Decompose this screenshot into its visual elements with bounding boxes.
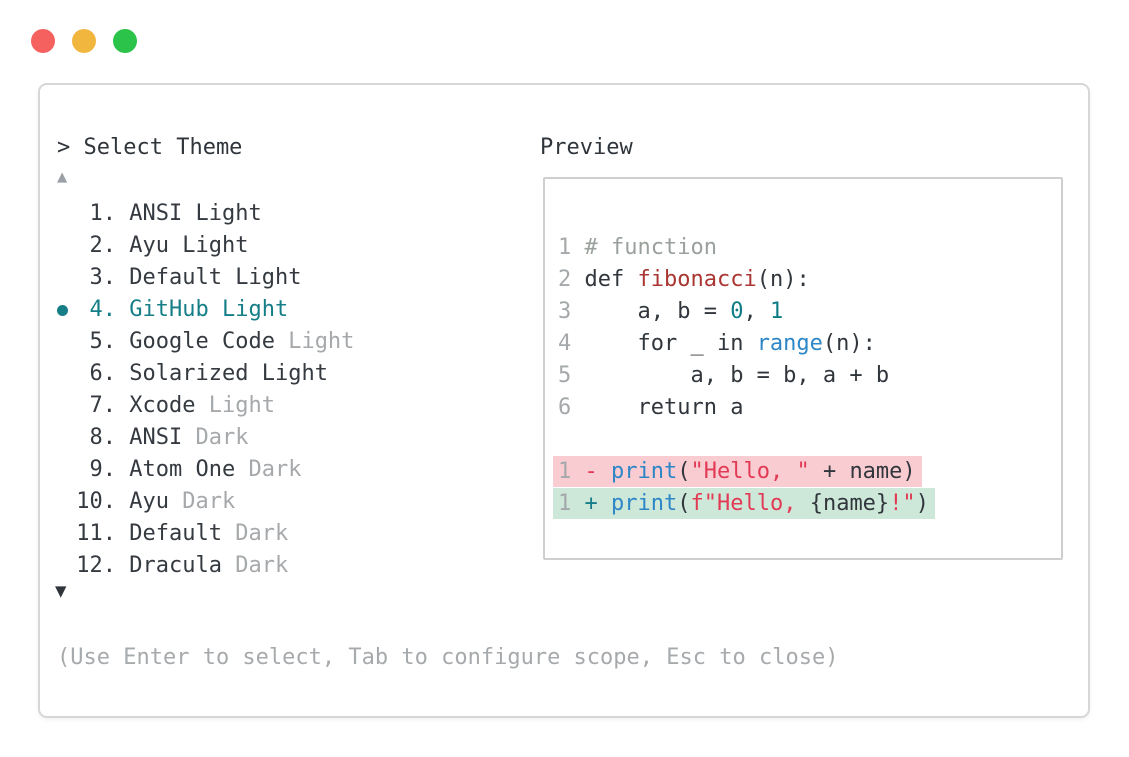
theme-variant: Light [208, 297, 289, 322]
theme-list-item-xcode-light[interactable]: 7. Xcode Light [57, 390, 354, 422]
bullet-slot [57, 326, 76, 358]
blank-line [558, 424, 935, 456]
theme-list-item-ansi-light[interactable]: 1. ANSI Light [57, 198, 354, 230]
bullet-slot [57, 230, 76, 262]
theme-list-item-atom-one-dark[interactable]: 9. Atom One Dark [57, 454, 354, 486]
theme-name: ANSI [129, 425, 183, 450]
bullet-slot [57, 262, 76, 294]
code-line: 4 for _ in range(n): [558, 331, 876, 356]
maximize-button[interactable] [113, 29, 137, 53]
bullet-slot [57, 358, 76, 390]
select-theme-prompt: > Select Theme [57, 135, 243, 160]
theme-name: Ayu [129, 489, 169, 514]
theme-list-item-default-light[interactable]: 3. Default Light [57, 262, 354, 294]
preview-code: 1 # function 2 def fibonacci(n): 3 a, b = … [553, 232, 935, 520]
theme-name: Ayu [129, 233, 169, 258]
theme-variant: Light [195, 393, 275, 418]
theme-list-item-ayu-dark[interactable]: 10. Ayu Dark [57, 486, 354, 518]
theme-number: 3. [89, 265, 117, 290]
bullet-slot [57, 486, 76, 518]
code-line: 6 return a [558, 395, 744, 420]
selected-item-dot-icon [57, 305, 68, 316]
theme-number: 10. [76, 489, 116, 514]
code-line: 5 a, b = b, a + b [558, 363, 890, 388]
theme-variant: Light [182, 201, 262, 226]
bullet-slot [57, 550, 76, 582]
code-line: 2 def fibonacci(n): [558, 267, 810, 292]
theme-variant: Light [169, 233, 249, 258]
theme-variant: Light [248, 361, 328, 386]
theme-variant: Dark [235, 457, 302, 482]
theme-list-item-github-light[interactable]: 4. GitHub Light [57, 294, 354, 326]
theme-name: Solarized [129, 361, 249, 386]
theme-name: Default [129, 265, 222, 290]
diff-added-line: 1 + print(f"Hello, {name}!") [553, 488, 935, 520]
theme-number: 8. [89, 425, 117, 450]
theme-number: 12. [76, 553, 116, 578]
theme-number: 4. [89, 297, 117, 322]
scroll-down-icon[interactable]: ▼ [55, 580, 67, 602]
code-line: 3 a, b = 0, 1 [558, 299, 784, 324]
theme-variant: Dark [182, 425, 249, 450]
theme-variant: Light [221, 265, 302, 290]
added-highlight: 1 + print(f"Hello, {name}!") [553, 488, 935, 519]
code-line: 1 # function [558, 235, 717, 260]
theme-variant: Dark [169, 489, 236, 514]
theme-number: 1. [89, 201, 117, 226]
theme-number: 5. [89, 329, 117, 354]
bullet-slot [57, 390, 76, 422]
theme-name: Dracula [129, 553, 222, 578]
theme-number: 7. [89, 393, 117, 418]
window-controls [31, 29, 137, 53]
bullet-slot [57, 294, 76, 326]
theme-variant: Dark [221, 521, 289, 546]
theme-variant: Dark [221, 553, 289, 578]
theme-list-item-default-dark[interactable]: 11. Default Dark [57, 518, 354, 550]
theme-name: Atom One [129, 457, 236, 482]
theme-name: Google Code [129, 329, 275, 354]
bullet-slot [57, 454, 76, 486]
theme-number: 11. [76, 521, 116, 546]
help-text: (Use Enter to select, Tab to configure s… [57, 645, 839, 670]
theme-list-item-ayu-light[interactable]: 2. Ayu Light [57, 230, 354, 262]
bullet-slot [57, 422, 76, 454]
theme-number: 2. [89, 233, 117, 258]
bullet-slot [57, 198, 76, 230]
minimize-button[interactable] [72, 29, 96, 53]
theme-name: GitHub [129, 297, 209, 322]
close-button[interactable] [31, 29, 55, 53]
scroll-up-icon[interactable]: ▲ [57, 167, 68, 187]
theme-list-item-solarized-light[interactable]: 6. Solarized Light [57, 358, 354, 390]
theme-list-item-google-code-light[interactable]: 5. Google Code Light [57, 326, 355, 358]
theme-name: Default [129, 521, 222, 546]
theme-name: Xcode [129, 393, 196, 418]
bullet-slot [57, 518, 76, 550]
preview-title: Preview [540, 135, 633, 160]
removed-highlight: 1 - print("Hello, " + name) [553, 456, 922, 487]
theme-list-item-dracula-dark[interactable]: 12. Dracula Dark [57, 550, 354, 582]
theme-number: 9. [89, 457, 117, 482]
theme-list-item-ansi-dark[interactable]: 8. ANSI Dark [57, 422, 354, 454]
theme-variant: Light [274, 329, 355, 354]
diff-removed-line: 1 - print("Hello, " + name) [553, 456, 935, 488]
theme-number: 6. [89, 361, 117, 386]
theme-name: ANSI [129, 201, 183, 226]
